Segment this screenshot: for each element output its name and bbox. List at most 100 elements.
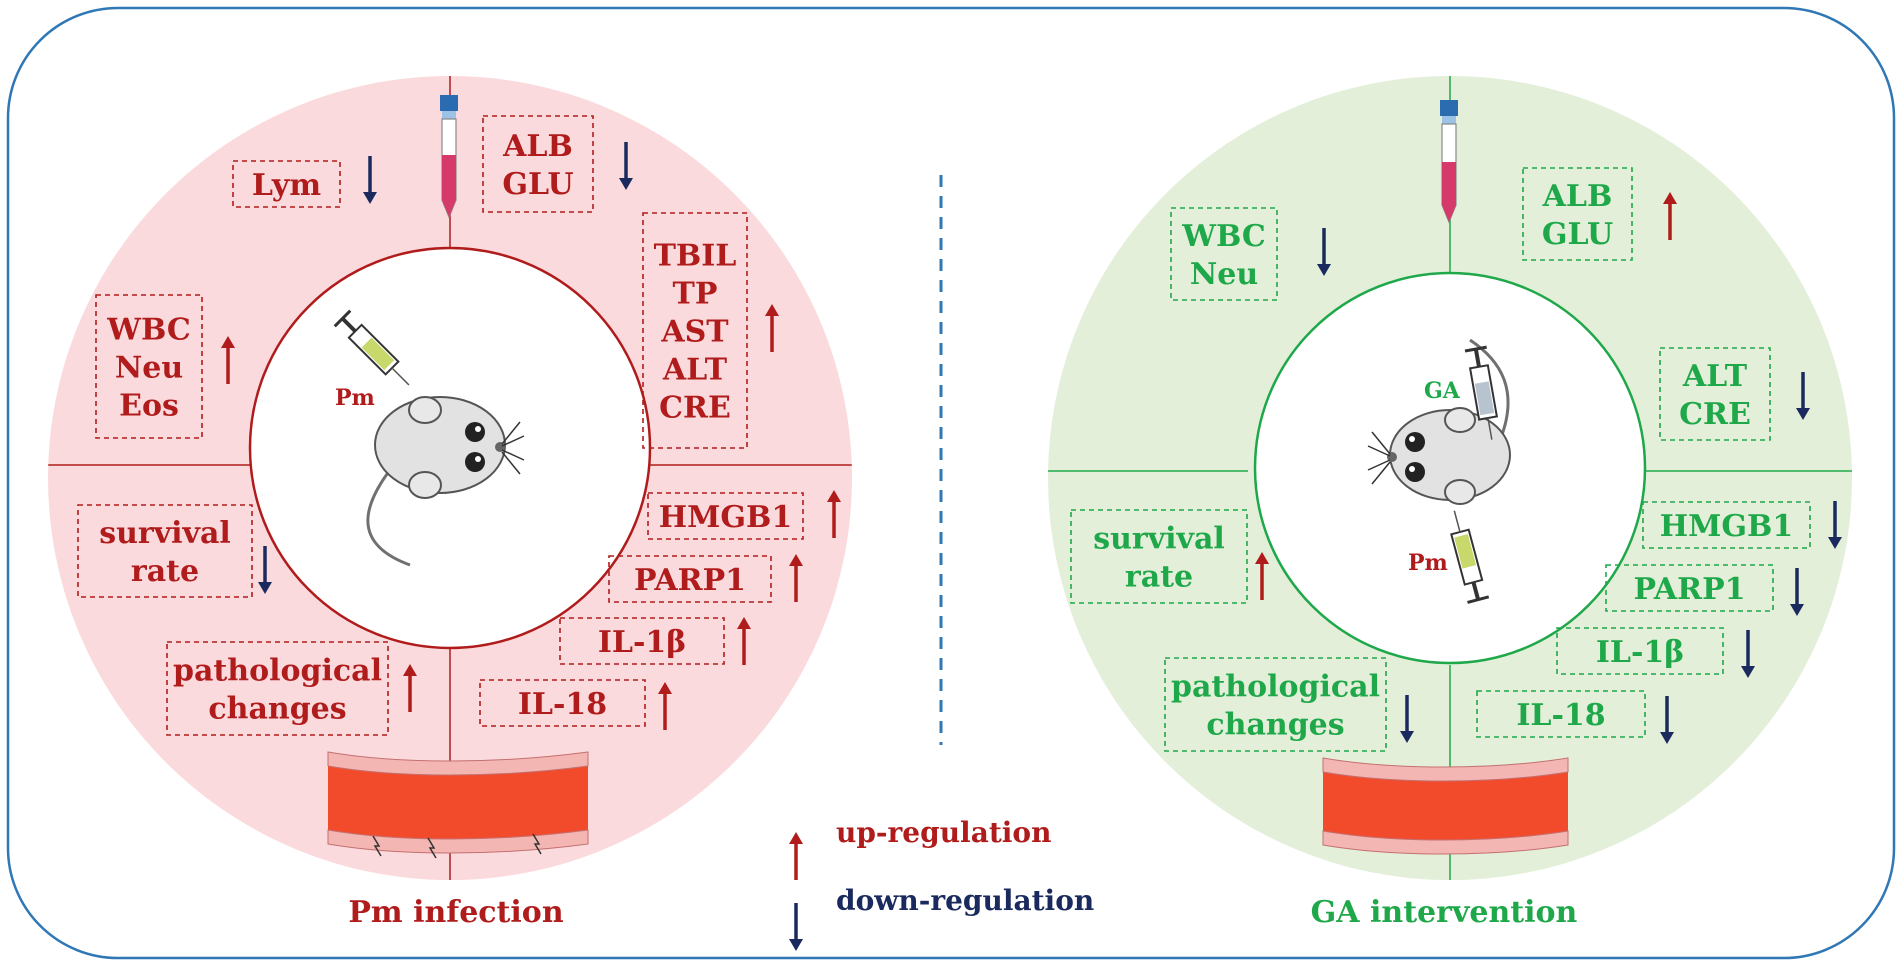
dashed-border — [1522, 167, 1633, 261]
dashed-border — [559, 617, 725, 665]
left-marker-label: GLU — [502, 167, 573, 202]
left-marker-label: Neu — [115, 351, 183, 386]
right-marker-box: HMGB1 — [1642, 501, 1811, 549]
test-tube-icon — [1440, 100, 1458, 224]
left-marker-label: Lym — [252, 168, 321, 203]
right-marker-label: GLU — [1542, 217, 1613, 252]
legend-down-label: down-regulation — [836, 884, 1094, 917]
down-arrow-icon — [1741, 630, 1755, 678]
right-marker-box: PARP1 — [1605, 564, 1774, 612]
left-marker-box: Lym — [232, 160, 341, 208]
dashed-border — [647, 492, 804, 540]
up-arrow-icon — [1663, 192, 1677, 240]
right-marker-label: CRE — [1679, 397, 1751, 432]
syringe-icon — [333, 309, 410, 386]
left-marker-label: WBC — [106, 313, 190, 348]
down-arrow-icon — [1400, 695, 1414, 743]
right-marker-label: ALT — [1682, 359, 1748, 394]
legend: up-regulation down-regulation — [789, 816, 1094, 951]
down-arrow-icon — [258, 546, 272, 594]
right-panel: GA Pm GA intervention WBCNeuALBGLUALTCRE… — [1048, 76, 1852, 930]
left-marker-label: TP — [673, 277, 718, 312]
down-arrow-icon — [1317, 228, 1331, 276]
mouse-icon — [366, 396, 525, 567]
right-marker-label: rate — [1125, 560, 1193, 595]
left-marker-label: pathological — [173, 654, 382, 689]
outer-frame — [6, 6, 1896, 960]
up-arrow-icon — [737, 617, 751, 665]
blood-vessel-icon — [327, 751, 589, 859]
syringe-icon — [1464, 345, 1499, 440]
down-arrow-icon — [1660, 696, 1674, 744]
down-arrow-icon — [1828, 501, 1842, 549]
dashed-border — [1476, 690, 1646, 738]
up-arrow-icon — [827, 490, 841, 538]
right-panel-title: GA intervention — [1311, 895, 1578, 930]
down-arrow-icon — [363, 156, 377, 204]
dashed-border — [479, 679, 646, 727]
left-marker-label: ALT — [662, 353, 728, 388]
left-center-label: Pm — [335, 385, 375, 411]
up-arrow-icon — [1255, 552, 1269, 600]
right-marker-label: pathological — [1171, 670, 1380, 705]
dashed-border — [1556, 627, 1724, 675]
left-marker-label: ALB — [502, 129, 573, 164]
right-marker-label: PARP1 — [1633, 572, 1745, 607]
down-arrow-icon — [1796, 372, 1810, 420]
right-marker-label: ALB — [1542, 179, 1613, 214]
right-marker-label: changes — [1206, 708, 1344, 743]
dashed-border — [608, 555, 772, 603]
left-marker-label: changes — [208, 692, 346, 727]
left-marker-label: rate — [131, 554, 199, 589]
down-arrow-icon — [619, 142, 633, 190]
dashed-border — [1164, 657, 1387, 752]
right-marker-label: Neu — [1190, 257, 1258, 292]
left-marker-label: survival — [99, 516, 231, 551]
up-arrow-icon — [789, 554, 803, 602]
up-arrow-icon — [221, 336, 235, 384]
dashed-border — [232, 160, 341, 208]
right-marker-label: survival — [1093, 522, 1225, 557]
dashed-border — [95, 294, 203, 439]
down-arrow-icon — [789, 903, 803, 951]
down-arrow-icon — [1790, 568, 1804, 616]
syringe-icon — [1450, 510, 1490, 604]
left-marker-label: IL-1β — [598, 625, 686, 660]
right-marker-label: HMGB1 — [1660, 509, 1793, 544]
right-marker-label: IL-1β — [1596, 635, 1684, 670]
up-arrow-icon — [765, 304, 779, 352]
up-arrow-icon — [789, 832, 803, 880]
mouse-icon — [1367, 338, 1511, 505]
dashed-border — [166, 641, 389, 736]
left-marker-label: Eos — [119, 389, 179, 424]
dashed-border — [482, 115, 594, 213]
right-marker-label: WBC — [1181, 219, 1265, 254]
legend-up-label: up-regulation — [836, 816, 1051, 849]
left-marker-box: IL-1β — [559, 617, 725, 665]
dashed-border — [1642, 501, 1811, 549]
left-marker-box: PARP1 — [608, 555, 772, 603]
right-center-label-pm: Pm — [1408, 550, 1448, 576]
test-tube-icon — [440, 95, 458, 219]
left-marker-box: IL-18 — [479, 679, 646, 727]
dashed-border — [642, 212, 748, 449]
left-panel-title: Pm infection — [348, 895, 563, 930]
left-marker-box: HMGB1 — [647, 492, 804, 540]
right-marker-box: IL-18 — [1476, 690, 1646, 738]
left-marker-label: TBIL — [654, 239, 737, 274]
right-marker-label: IL-18 — [1516, 698, 1605, 733]
blood-vessel-icon — [1322, 757, 1569, 855]
left-marker-label: PARP1 — [634, 563, 746, 598]
left-marker-label: CRE — [659, 391, 731, 426]
